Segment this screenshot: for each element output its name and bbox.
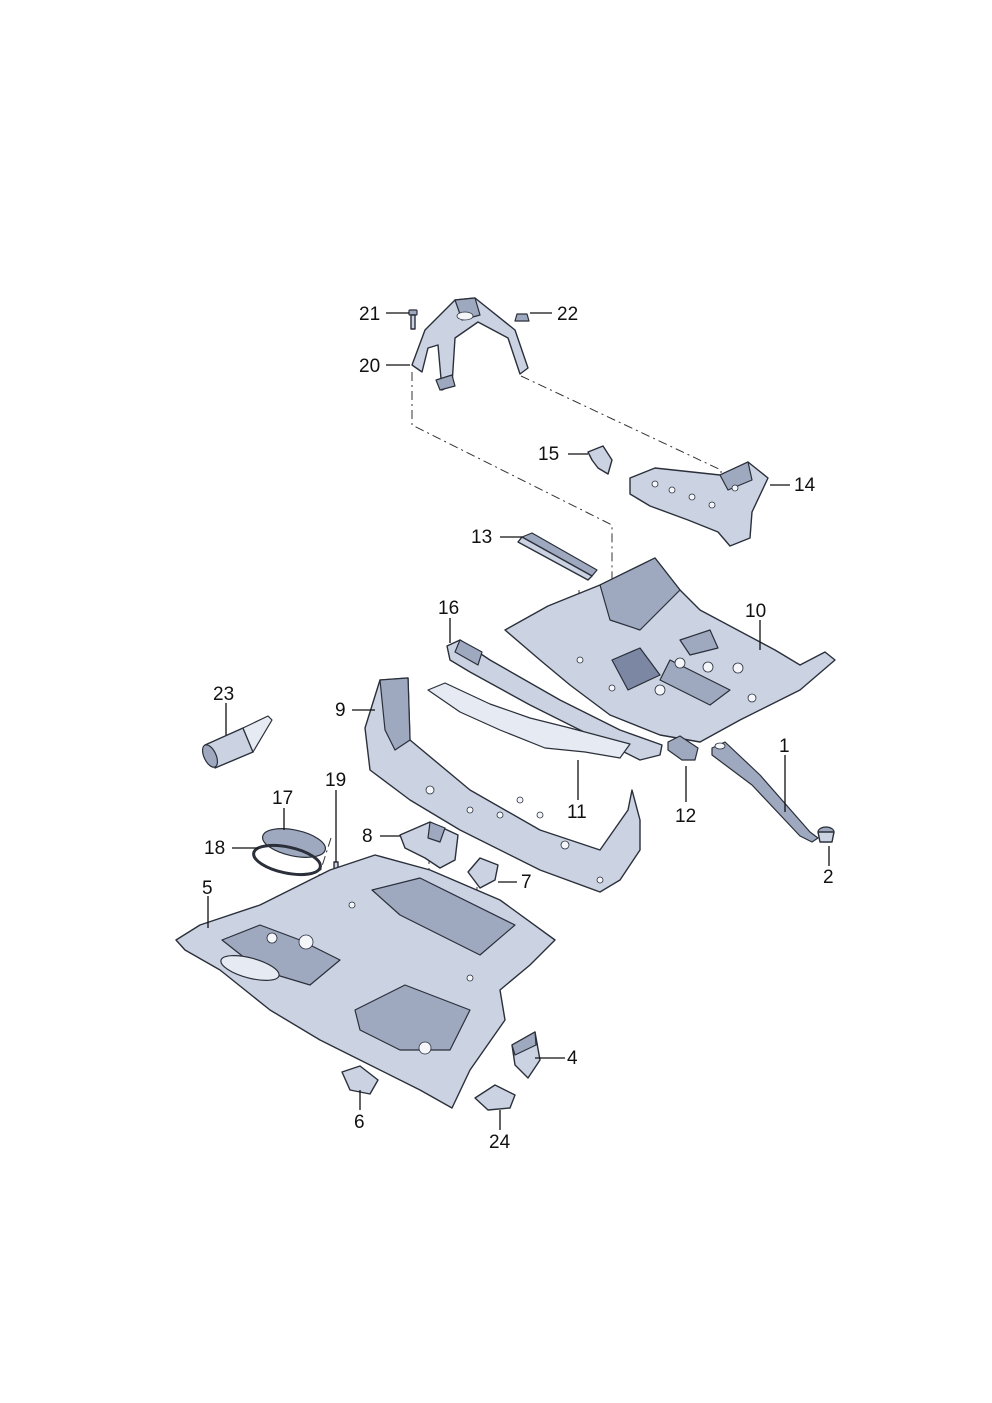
callout-22: 22 bbox=[557, 304, 578, 325]
part-8-bracket bbox=[399, 821, 459, 869]
part-10-rear-floor-pan bbox=[504, 557, 836, 743]
callout-12: 12 bbox=[675, 806, 696, 827]
part-16-cross-member bbox=[446, 639, 663, 761]
part-7-bracket bbox=[467, 857, 499, 889]
callout-1: 1 bbox=[779, 736, 790, 757]
callout-11: 11 bbox=[567, 802, 587, 823]
part-5-main-floor-panel bbox=[175, 854, 556, 1109]
callout-10: 10 bbox=[745, 601, 766, 622]
callout-14: 14 bbox=[794, 475, 816, 496]
callout-23: 23 bbox=[213, 684, 234, 705]
part-24-bracket bbox=[474, 1084, 516, 1111]
callout-4: 4 bbox=[567, 1048, 578, 1069]
part-4-bracket bbox=[511, 1031, 541, 1079]
part-1-strap bbox=[711, 741, 833, 843]
callout-18: 18 bbox=[204, 838, 225, 859]
callout-9: 9 bbox=[335, 700, 346, 721]
callout-5: 5 bbox=[202, 878, 213, 899]
part-22-nut bbox=[514, 313, 530, 322]
leader-lines bbox=[207, 312, 830, 1130]
callout-6: 6 bbox=[354, 1112, 365, 1133]
part-13-strip bbox=[517, 532, 598, 581]
callout-24: 24 bbox=[489, 1132, 511, 1153]
part-17-cover bbox=[261, 828, 327, 858]
part-21-bolt bbox=[408, 309, 418, 330]
callout-8: 8 bbox=[362, 826, 373, 847]
callout-20: 20 bbox=[359, 356, 380, 377]
part-14-reinforcement-plate bbox=[629, 461, 769, 547]
callout-16: 16 bbox=[438, 598, 459, 619]
part-23-sealant-cartridge bbox=[201, 715, 273, 769]
callout-2: 2 bbox=[823, 867, 834, 888]
part-6-plug bbox=[341, 1065, 379, 1095]
callout-13: 13 bbox=[471, 527, 492, 548]
part-9-rear-panel bbox=[364, 677, 641, 893]
callout-17: 17 bbox=[272, 788, 293, 809]
callout-7: 7 bbox=[521, 872, 532, 893]
callout-19: 19 bbox=[325, 770, 346, 791]
assembly-line-20 bbox=[411, 372, 613, 690]
part-18-seal-ring bbox=[252, 843, 322, 877]
callout-15: 15 bbox=[538, 444, 559, 465]
callouts: 1 2 4 5 6 7 8 9 10 11 12 13 14 15 16 17 … bbox=[202, 304, 834, 1153]
callout-21: 21 bbox=[359, 304, 380, 325]
part-2-grommet bbox=[817, 826, 835, 843]
part-20-support-bracket bbox=[411, 297, 529, 391]
part-11-seal-strip bbox=[427, 682, 631, 759]
part-15-small-bracket bbox=[587, 445, 613, 475]
part-12-clip bbox=[667, 735, 699, 761]
